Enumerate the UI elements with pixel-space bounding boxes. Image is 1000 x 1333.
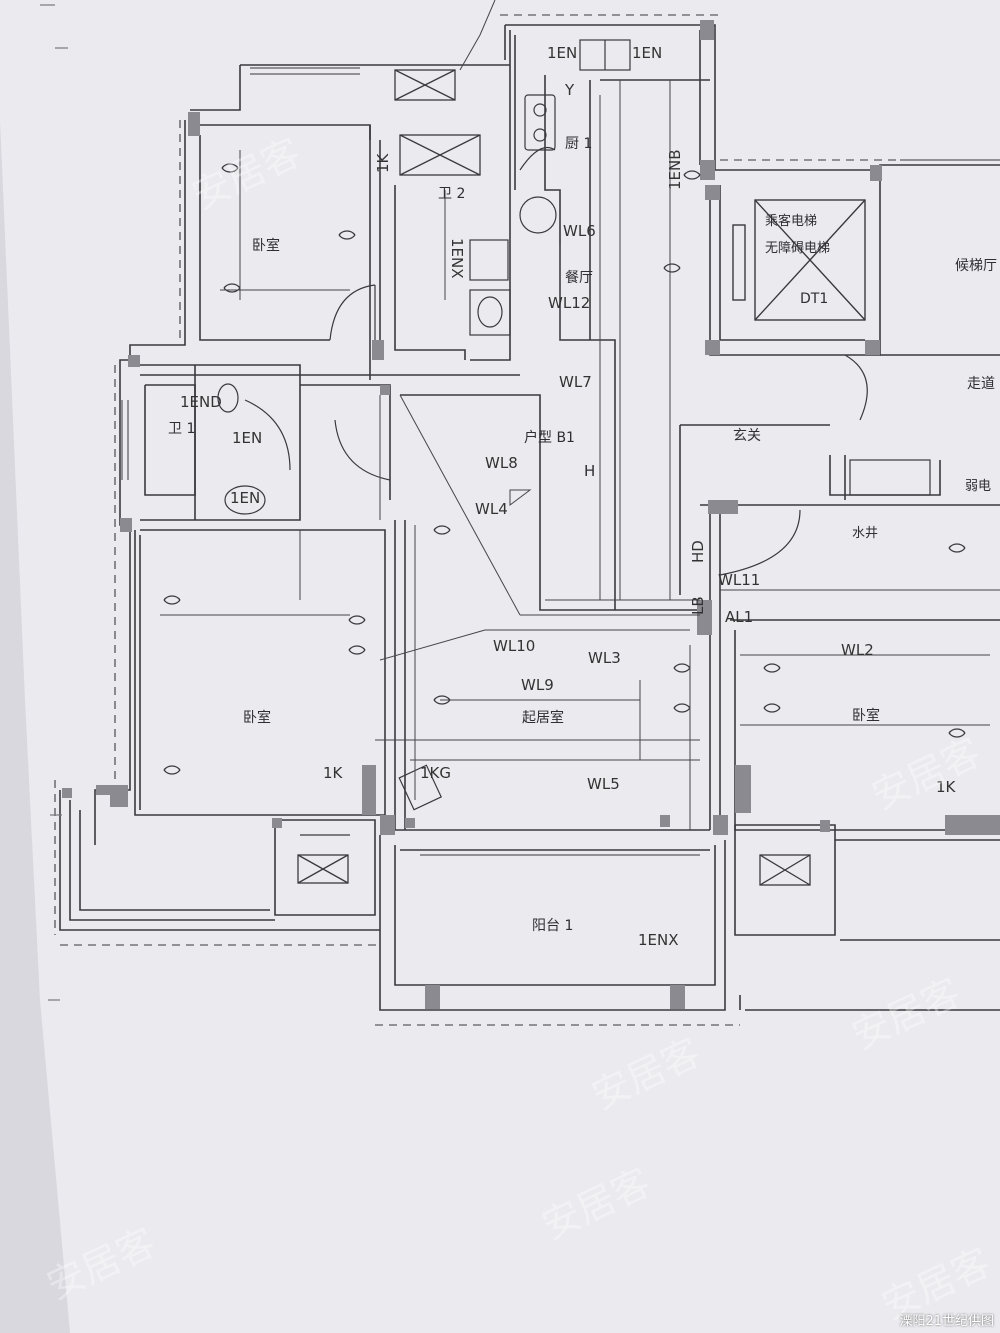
room-bedroom-nw: 卧室	[252, 237, 280, 254]
wall-blocks	[62, 20, 1000, 1009]
label-1enx-balcony: 1ENX	[638, 931, 679, 949]
fixtures	[217, 39, 931, 836]
room-foyer: 玄关	[733, 427, 761, 444]
label-wl6: WL6	[563, 222, 596, 240]
room-water-shaft: 水井	[852, 526, 878, 541]
label-1enb: 1ENB	[666, 149, 684, 190]
room-bath2: 卫 2	[438, 186, 465, 202]
room-unit-type: 户型 B1	[524, 429, 575, 446]
room-elevator-sub: 无障碍电梯	[765, 241, 830, 256]
label-wl12: WL12	[548, 294, 590, 312]
label-1enx-kitchen: 1ENX	[448, 238, 466, 279]
room-corridor: 走道	[967, 376, 995, 392]
label-al1: AL1	[725, 608, 753, 626]
label-wl9: WL9	[521, 676, 554, 694]
room-balcony: 阳台 1	[532, 918, 573, 934]
label-wl7: WL7	[559, 373, 592, 391]
room-elevator: 乘客电梯	[765, 213, 817, 229]
label-wl11: WL11	[718, 571, 760, 589]
label-wl4: WL4	[475, 500, 508, 518]
light-fixtures	[163, 163, 966, 775]
room-unit-h: H	[584, 462, 595, 480]
label-wl2: WL2	[841, 641, 874, 659]
elevator-shaft	[732, 199, 866, 321]
label-1en-bath2: 1EN	[230, 489, 260, 507]
label-wl8: WL8	[485, 454, 518, 472]
label-1k-e: 1K	[936, 778, 957, 796]
room-bath1: 卫 1	[168, 421, 195, 437]
margin-ticks	[40, 4, 68, 1001]
label-1en-top2: 1EN	[632, 44, 662, 62]
label-wl3: WL3	[588, 649, 621, 667]
label-1en-bath: 1EN	[232, 429, 262, 447]
windows	[121, 67, 1000, 856]
room-kitchen: 厨 1	[565, 136, 592, 152]
label-1end: 1END	[180, 393, 222, 411]
label-wl10: WL10	[493, 637, 535, 655]
label-1k-top: 1K	[374, 152, 392, 173]
label-wl5: WL5	[587, 775, 620, 793]
room-bedroom-w: 卧室	[243, 709, 271, 726]
label-y: Y	[564, 81, 575, 99]
room-elevator-id: DT1	[800, 291, 828, 307]
vent-boxes	[297, 69, 811, 886]
room-weak-elec: 弱电	[965, 479, 991, 494]
wiring	[160, 0, 1000, 830]
label-lb: LB	[689, 596, 707, 615]
room-dining: 餐厅	[565, 270, 593, 286]
room-living: 起居室	[522, 709, 564, 726]
label-hd: HD	[689, 540, 707, 563]
room-stairs: 候梯厅	[955, 258, 997, 274]
label-1en-top: 1EN	[547, 44, 577, 62]
room-bedroom-e: 卧室	[852, 707, 880, 724]
label-1kg: 1KG	[420, 764, 451, 782]
photo-credit: 溧阳21世纪供图	[899, 1314, 994, 1329]
label-1k-w: 1K	[323, 764, 344, 782]
